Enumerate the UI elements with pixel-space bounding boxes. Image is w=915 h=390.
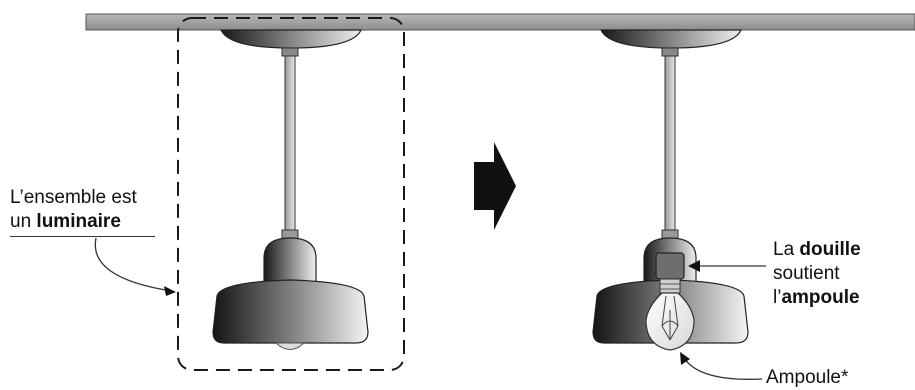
socket-douille bbox=[655, 252, 685, 280]
callout-ampoule-arrowhead bbox=[680, 352, 690, 365]
rod-cap-right bbox=[661, 47, 679, 57]
label-ampoule-bold: ampoule bbox=[781, 287, 860, 308]
label-douille-line3-prefix: l’ bbox=[773, 287, 782, 308]
ceiling-rose-right bbox=[600, 29, 742, 49]
callout-ensemble-arrowhead bbox=[164, 286, 176, 296]
luminaire-highlight-box bbox=[177, 17, 405, 371]
bulb-filament bbox=[661, 295, 679, 341]
label-ensemble: L’ensemble est un luminaire bbox=[10, 186, 155, 237]
callout-ampoule-curve bbox=[683, 357, 763, 380]
callout-douille-arrowhead bbox=[688, 260, 700, 272]
rod-cap-left bbox=[281, 47, 299, 57]
label-ensemble-prefix: un bbox=[10, 211, 37, 232]
luminaire-right bbox=[592, 29, 749, 351]
rod-left bbox=[284, 47, 296, 235]
label-ampoule: Ampoule* bbox=[766, 367, 849, 388]
label-douille: La douille soutient l’ampoule bbox=[773, 238, 861, 310]
label-ensemble-line2: un luminaire bbox=[10, 210, 155, 237]
bulb-tip-left bbox=[274, 342, 306, 350]
label-ensemble-line1: L’ensemble est bbox=[10, 187, 137, 208]
rod-right bbox=[664, 47, 676, 235]
label-douille-line3: l’ampoule bbox=[773, 286, 861, 310]
shade-cap-left bbox=[263, 237, 317, 283]
callout-ensemble-curve bbox=[94, 237, 173, 292]
bulb-base bbox=[659, 278, 681, 294]
label-douille-bold: douille bbox=[799, 239, 861, 260]
label-luminaire-bold: luminaire bbox=[36, 211, 121, 232]
label-douille-prefix: La bbox=[773, 239, 800, 260]
label-douille-line2: soutient bbox=[773, 263, 840, 284]
ceiling-bar bbox=[85, 13, 915, 31]
ceiling-rose-left bbox=[220, 29, 362, 49]
lampshade-left bbox=[212, 279, 369, 344]
luminaire-left bbox=[212, 29, 369, 350]
label-douille-line1: La douille bbox=[773, 238, 861, 262]
transition-arrow bbox=[474, 142, 516, 230]
